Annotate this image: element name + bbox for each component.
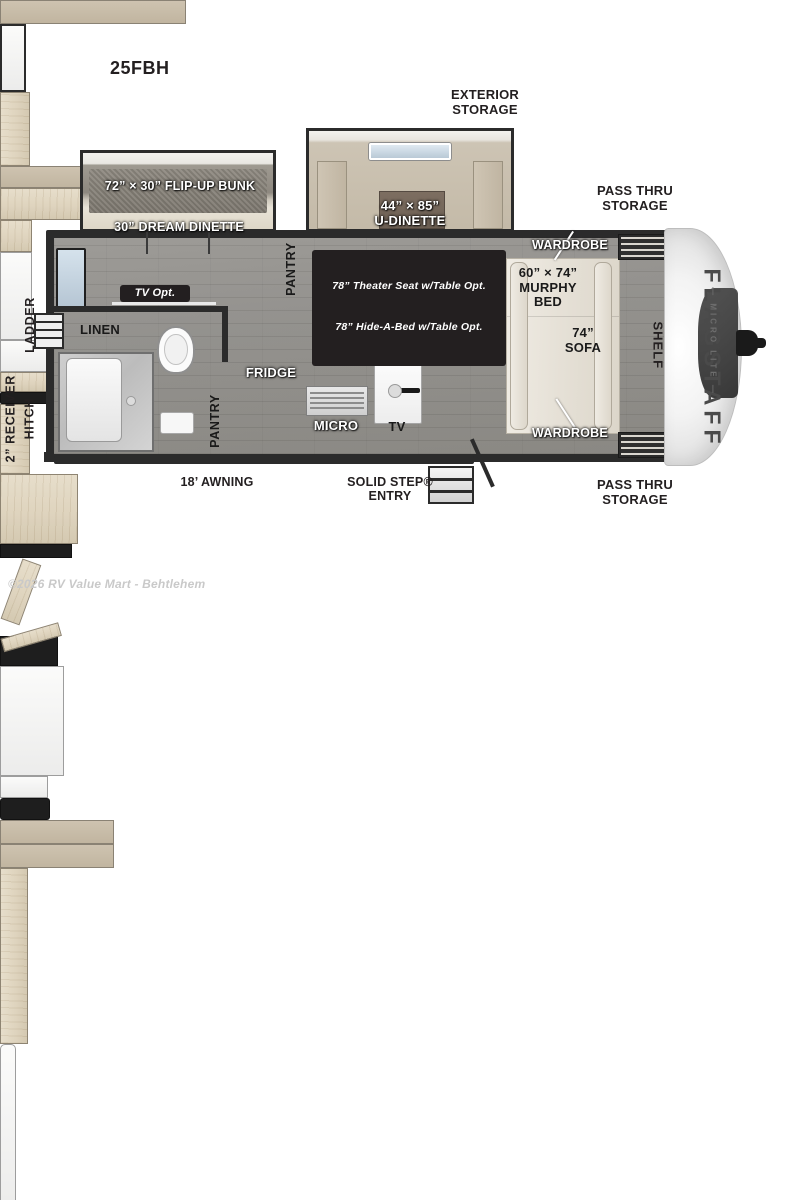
tv-overhead	[0, 776, 48, 798]
label-pantry-lower: PANTRY	[208, 394, 222, 448]
shelf-face	[0, 1044, 16, 1200]
label-wardrobe-bottom: WARDROBE	[532, 426, 608, 440]
murphy-bolster-left	[510, 262, 528, 430]
label-murphy-bed: 60” × 74” MURPHY BED	[518, 265, 578, 310]
dream-dinette-base	[0, 0, 186, 24]
tv-mount-line	[112, 302, 216, 305]
awning-strip	[54, 456, 474, 464]
shower-pan	[66, 358, 122, 442]
label-linen: LINEN	[80, 322, 120, 337]
floorplan-page: 25FBH	[0, 0, 766, 1200]
label-fridge: FRIDGE	[245, 365, 297, 380]
label-pass-thru-storage-bottom: PASS THRU STORAGE	[597, 477, 673, 507]
label-shelf: SHELF	[650, 321, 666, 370]
pantry-door-open	[0, 558, 42, 626]
tv-cabinet	[0, 666, 64, 776]
label-pass-thru-storage-top: PASS THRU STORAGE	[597, 183, 673, 213]
bath-sink	[160, 412, 194, 434]
label-pantry-upper: PANTRY	[284, 242, 298, 296]
pass-thru-vent-bottom	[618, 432, 668, 458]
copyright-notice: ©2026 RV Value Mart - Behtlehem	[8, 577, 206, 591]
fridge-cabinet	[0, 474, 78, 544]
tv-cabinet-knob	[388, 384, 402, 398]
label-exterior-storage: EXTERIOR STORAGE	[450, 87, 520, 117]
label-wardrobe-top: WARDROBE	[532, 238, 608, 252]
pass-thru-vent-top	[618, 234, 668, 260]
label-theater-seat-box: 78” Theater Seat w/Table Opt. 78” Hide-A…	[312, 250, 506, 366]
theater-seat-line-2: 78” Hide-A-Bed w/Table Opt.	[335, 321, 483, 334]
pantry-upper	[0, 92, 30, 166]
coupler-hitch	[736, 330, 758, 356]
page-title: 25FBH	[110, 58, 170, 78]
exterior-storage-door	[0, 24, 26, 92]
linen-cabinet	[0, 188, 86, 220]
label-tv: TV	[388, 419, 406, 434]
theater-seat-line-1: 78” Theater Seat w/Table Opt.	[332, 279, 486, 292]
wardrobe-top-unit	[0, 820, 114, 844]
label-tv-opt: TV Opt.	[120, 285, 190, 303]
shelf-column	[0, 868, 28, 1044]
countertop-sink	[0, 798, 50, 820]
microwave	[306, 386, 368, 416]
bathroom-wall-horizontal	[54, 306, 228, 312]
brand-sublabel: — MICRO LITE —	[708, 287, 718, 396]
bath-vanity-cabinet	[0, 220, 32, 252]
skylight	[369, 143, 451, 160]
solid-step-entry	[428, 466, 474, 504]
label-sofa: 74” SOFA	[564, 325, 602, 355]
wardrobe-bottom-unit	[0, 844, 114, 868]
label-flip-up-bunk: 72” × 30” FLIP-UP BUNK	[104, 179, 256, 193]
coupler-tongue	[754, 338, 766, 348]
label-awning: 18’ AWNING	[180, 475, 254, 489]
label-solid-step-entry: SOLID STEP® ENTRY	[347, 475, 433, 503]
u-dinette-table	[379, 191, 445, 229]
nose-dark-window	[698, 288, 738, 398]
label-micro: MICRO	[313, 418, 359, 433]
hitch-bar	[44, 452, 52, 462]
shower-door	[0, 252, 32, 340]
flip-up-bunk-slideout	[80, 150, 276, 232]
dinette-seam-1	[146, 232, 148, 254]
shower-knob	[126, 396, 136, 406]
pantry-lower	[0, 404, 30, 474]
label-u-dinette: 44” × 85” U-DINETTE	[374, 198, 446, 228]
label-receiver-hitch: 2” RECEIVER HITCH	[3, 375, 36, 463]
fridge-top	[0, 544, 72, 558]
tv-cabinet-handle	[394, 388, 420, 393]
dinette-cushion-right	[473, 161, 503, 229]
dinette-seam-2	[208, 232, 210, 254]
label-dream-dinette: 30” DREAM DINETTE	[114, 220, 244, 234]
murphy-bolster-right	[594, 262, 612, 430]
bathroom-wall-vertical	[222, 306, 228, 362]
u-dinette-slideout	[306, 128, 514, 232]
ladder-graphic	[34, 313, 64, 349]
dinette-cushion-left	[317, 161, 347, 229]
toilet	[157, 326, 195, 374]
label-ladder: LADDER	[23, 297, 37, 353]
rear-window	[56, 248, 86, 308]
